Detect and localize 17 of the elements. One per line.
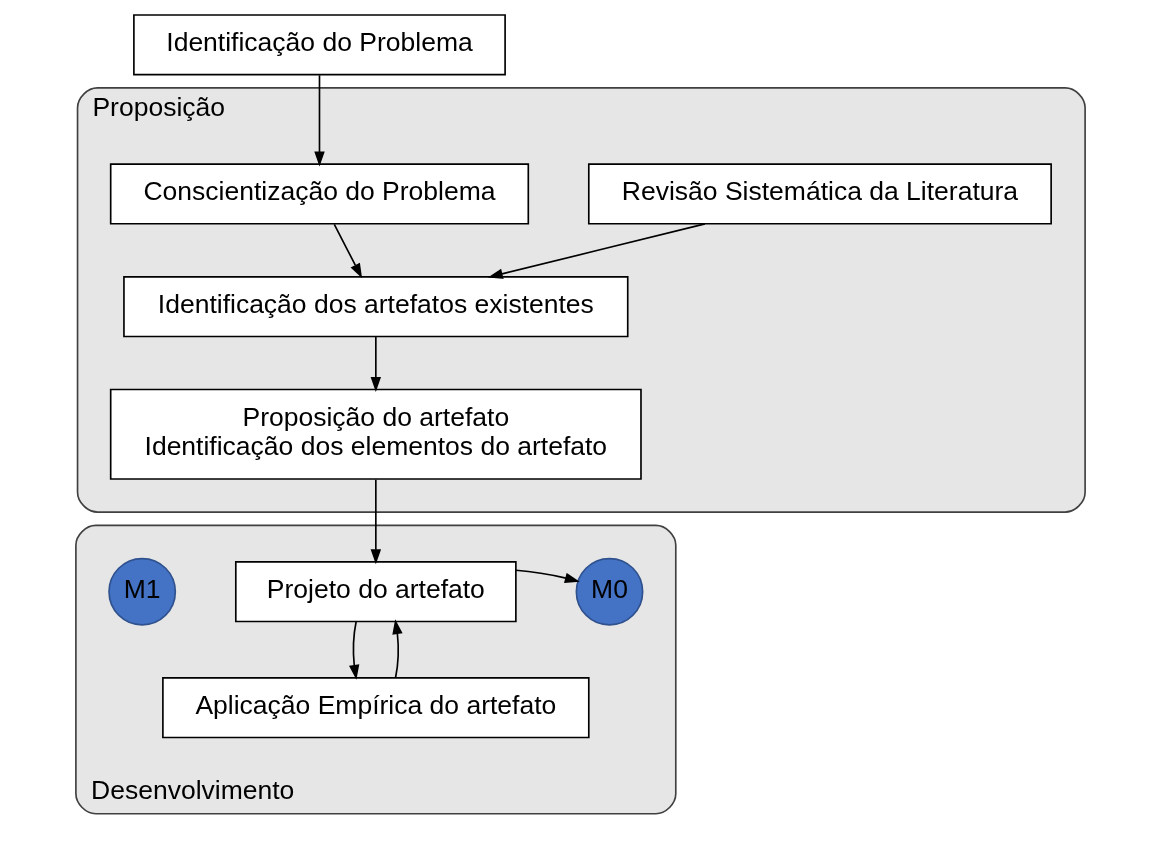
- node-box: Conscientização do Problema: [109, 163, 530, 225]
- arrow: [349, 620, 360, 680]
- node-box: Identificação do Problema: [133, 14, 506, 76]
- node-box: Proposição do artefato Identificação dos elementos do artefato: [109, 388, 642, 480]
- arrow: [487, 223, 706, 279]
- node-box: Aplicação Empírica do artefato: [162, 677, 590, 739]
- arrow: [314, 74, 325, 167]
- node-box: Projeto do artefato: [234, 561, 517, 623]
- arrow: [370, 335, 382, 392]
- arrow: [333, 223, 363, 279]
- arrow: [515, 569, 580, 584]
- node-circle: M0: [575, 557, 644, 626]
- node-circle: M1: [108, 557, 177, 626]
- node-box: Revisão Sistemática da Literatura: [587, 163, 1052, 225]
- arrow: [392, 619, 403, 679]
- node-box: Identificação dos artefatos existentes: [123, 276, 629, 338]
- arrow: [370, 478, 382, 565]
